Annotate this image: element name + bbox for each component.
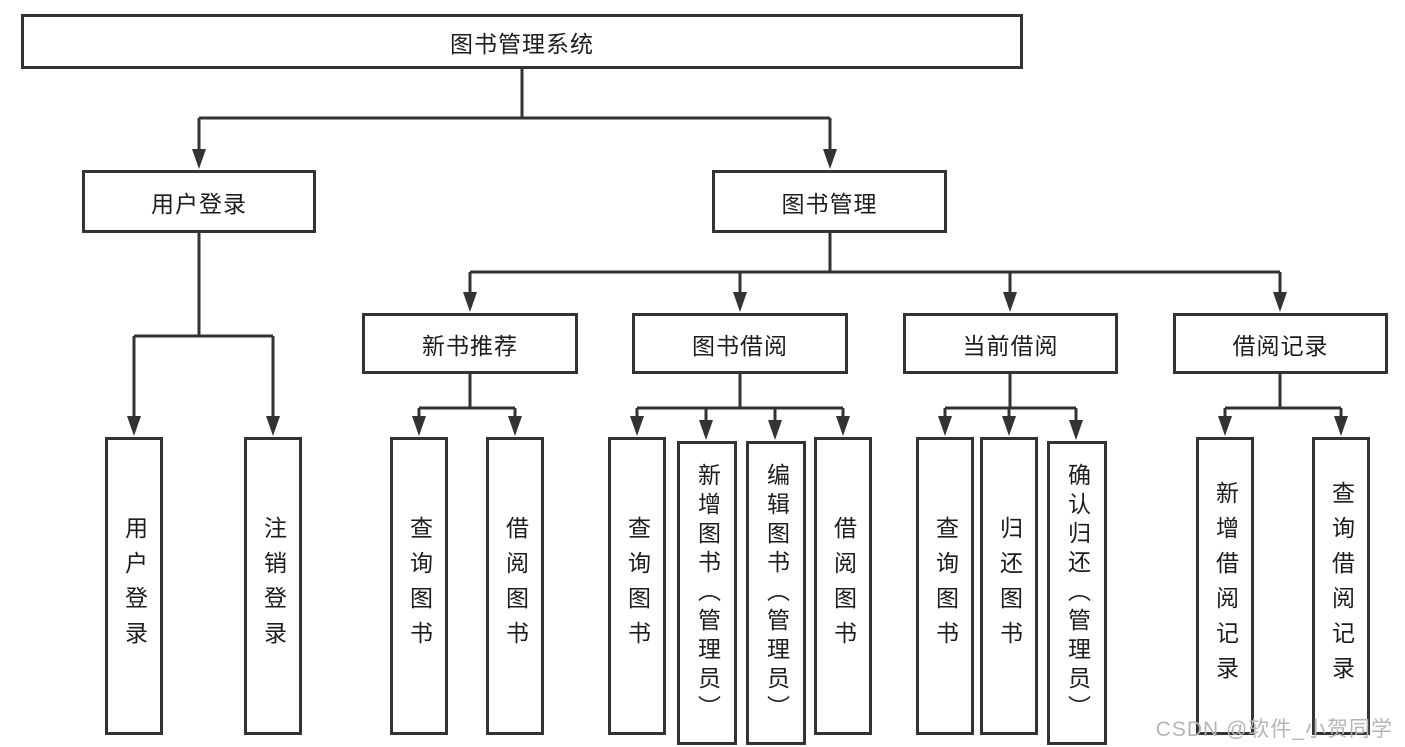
leaf-confirm-return-admin-label: 确认归还（管理员） [1064,462,1091,724]
node-borrow-records-label: 借阅记录 [1232,332,1329,359]
leaf-query-books-recommend-label: 查询图书 [406,516,433,656]
leaf-query-borrow-record-label: 查询借阅记录 [1328,481,1355,691]
leaf-query-books-borrow: 查询图书 [608,437,666,735]
leaf-add-book-admin: 新增图书（管理员） [677,441,737,745]
leaf-query-books-current: 查询图书 [916,437,974,735]
node-user-login-label: 用户登录 [151,190,247,217]
node-root-label: 图书管理系统 [450,30,594,57]
node-new-book-recommend-label: 新书推荐 [422,332,518,359]
node-book-borrow: 图书借阅 [632,313,848,374]
leaf-borrow-books-borrow: 借阅图书 [814,437,872,735]
node-current-borrow: 当前借阅 [903,313,1118,374]
node-book-management: 图书管理 [712,170,947,233]
leaf-add-borrow-record: 新增借阅记录 [1196,437,1254,735]
leaf-confirm-return-admin: 确认归还（管理员） [1047,441,1107,745]
node-new-book-recommend: 新书推荐 [362,313,578,374]
leaf-borrow-books-borrow-label: 借阅图书 [830,516,857,656]
csdn-watermark: CSDN @软件_小贺同学 [1155,718,1393,741]
node-book-borrow-label: 图书借阅 [692,332,788,359]
leaf-edit-book-admin: 编辑图书（管理员） [746,441,806,745]
leaf-return-book: 归还图书 [980,437,1038,735]
leaf-query-books-borrow-label: 查询图书 [624,516,651,656]
node-root: 图书管理系统 [21,14,1023,69]
leaf-logout-label: 注销登录 [260,516,287,656]
node-user-login: 用户登录 [82,170,316,233]
leaf-borrow-books-recommend: 借阅图书 [486,437,544,735]
leaf-user-login-label: 用户登录 [121,516,148,656]
leaf-logout: 注销登录 [244,437,302,735]
leaf-query-books-recommend: 查询图书 [390,437,448,735]
leaf-edit-book-admin-label: 编辑图书（管理员） [763,462,790,724]
leaf-add-borrow-record-label: 新增借阅记录 [1212,481,1239,691]
node-borrow-records: 借阅记录 [1173,313,1388,374]
leaf-return-book-label: 归还图书 [996,516,1023,656]
leaf-borrow-books-recommend-label: 借阅图书 [502,516,529,656]
leaf-query-borrow-record: 查询借阅记录 [1312,437,1370,735]
node-book-management-label: 图书管理 [781,190,878,217]
leaf-add-book-admin-label: 新增图书（管理员） [694,462,721,724]
node-current-borrow-label: 当前借阅 [962,332,1059,359]
leaf-query-books-current-label: 查询图书 [932,516,959,656]
leaf-user-login: 用户登录 [105,437,163,735]
